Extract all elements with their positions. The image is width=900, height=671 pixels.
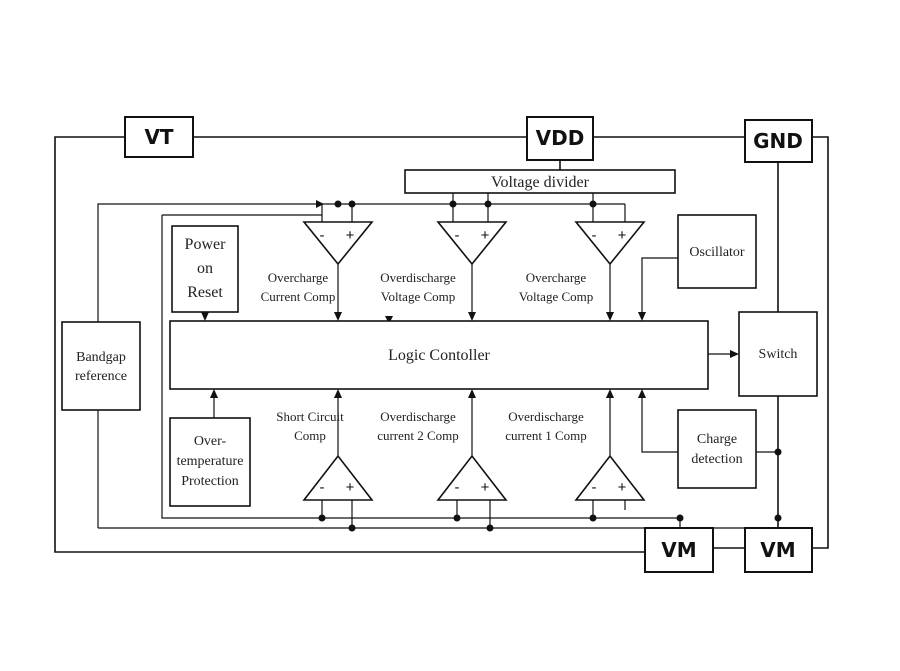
top-comparator-labels: Overcharge Current Comp Overdischarge Vo… xyxy=(261,270,594,304)
svg-text:+: + xyxy=(346,227,355,244)
comp-label-overcharge-current-1: Overcharge xyxy=(268,270,329,285)
comp-label-overdischarge-current-2-1: Overdischarge xyxy=(380,409,456,424)
bottom-comparator-labels: Short Circuit Comp Overdischarge current… xyxy=(276,409,587,443)
switch-block: Switch xyxy=(738,311,818,397)
svg-text:on: on xyxy=(197,260,213,277)
overdischarge-voltage-comparator: - + xyxy=(436,221,508,266)
comp-label-overdischarge-current-1-1: Overdischarge xyxy=(508,409,584,424)
svg-text:+: + xyxy=(618,227,627,244)
comp-label-overdischarge-voltage-2: Voltage Comp xyxy=(381,289,456,304)
logic-controller-block: Logic Contoller xyxy=(169,320,709,390)
overcharge-voltage-comparator: - + xyxy=(574,221,646,266)
svg-text:+: + xyxy=(481,227,490,244)
svg-text:temperature: temperature xyxy=(177,454,244,469)
comp-label-overdischarge-voltage-1: Overdischarge xyxy=(380,270,456,285)
junction-dots xyxy=(318,200,782,532)
comp-label-overcharge-voltage-2: Voltage Comp xyxy=(519,289,594,304)
svg-text:+: + xyxy=(481,479,490,496)
svg-text:Over-: Over- xyxy=(194,434,227,449)
arrowheads xyxy=(201,200,739,398)
svg-text:detection: detection xyxy=(691,452,742,467)
pin-gnd: GND xyxy=(744,119,813,163)
svg-text:VT: VT xyxy=(144,125,173,149)
svg-text:-: - xyxy=(455,479,460,496)
comp-label-overcharge-voltage-1: Overcharge xyxy=(526,270,587,285)
overdischarge-current-2-comparator: - + xyxy=(436,454,508,501)
pin-vm-left: VM xyxy=(644,527,714,573)
svg-text:reference: reference xyxy=(75,369,127,384)
comp-label-short-circuit-2: Comp xyxy=(294,428,326,443)
svg-text:VM: VM xyxy=(661,538,696,562)
svg-text:Voltage divider: Voltage divider xyxy=(491,174,590,191)
svg-text:-: - xyxy=(320,479,325,496)
svg-text:Power: Power xyxy=(185,236,227,253)
svg-text:GND: GND xyxy=(753,129,803,153)
short-circuit-comparator: - + xyxy=(302,454,374,501)
svg-text:Switch: Switch xyxy=(759,347,798,362)
voltage-divider-block: Voltage divider xyxy=(404,169,676,194)
svg-text:-: - xyxy=(455,227,460,244)
svg-text:-: - xyxy=(592,227,597,244)
svg-text:Protection: Protection xyxy=(181,474,239,489)
svg-text:Logic Contoller: Logic Contoller xyxy=(388,347,490,364)
pin-vm-right: VM xyxy=(744,527,813,573)
oscillator-block: Oscillator xyxy=(677,214,757,289)
comp-label-overdischarge-current-1-2: current 1 Comp xyxy=(505,428,587,443)
overdischarge-current-1-comparator: - + xyxy=(574,454,646,501)
overcharge-current-comparator: - + xyxy=(302,221,374,266)
svg-text:-: - xyxy=(592,479,597,496)
svg-text:VM: VM xyxy=(760,538,795,562)
svg-text:-: - xyxy=(320,227,325,244)
comp-label-short-circuit-1: Short Circuit xyxy=(276,409,344,424)
svg-text:Oscillator: Oscillator xyxy=(689,245,745,260)
pin-vdd: VDD xyxy=(526,116,594,161)
comp-label-overdischarge-current-2-2: current 2 Comp xyxy=(377,428,459,443)
bandgap-reference-block: Bandgap reference xyxy=(61,321,141,411)
svg-text:Bandgap: Bandgap xyxy=(76,350,126,365)
power-on-reset-block: Power on Reset xyxy=(171,225,239,313)
svg-text:Charge: Charge xyxy=(697,432,737,447)
svg-text:+: + xyxy=(618,479,627,496)
svg-text:Reset: Reset xyxy=(187,284,223,301)
svg-text:VDD: VDD xyxy=(536,126,585,150)
comp-label-overcharge-current-2: Current Comp xyxy=(261,289,336,304)
svg-text:+: + xyxy=(346,479,355,496)
over-temperature-protection-block: Over- temperature Protection xyxy=(169,417,251,507)
outer-wires xyxy=(54,136,829,553)
charge-detection-block: Charge detection xyxy=(677,409,757,489)
pin-vt: VT xyxy=(124,116,194,158)
